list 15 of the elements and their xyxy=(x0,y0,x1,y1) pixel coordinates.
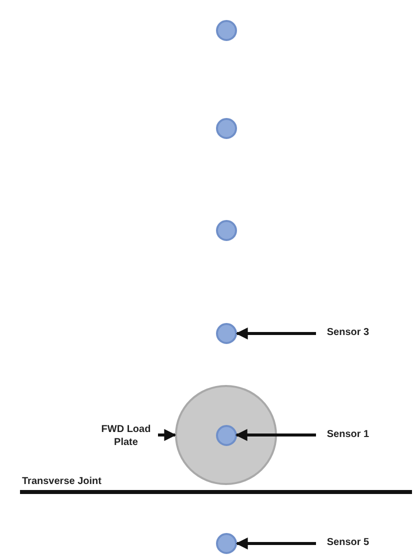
sensor-label: Sensor 5 xyxy=(318,536,378,550)
sensor-dot xyxy=(216,220,237,241)
sensor-dot xyxy=(216,118,237,139)
sensor-dot xyxy=(216,424,236,446)
sensor-label: Sensor 3 xyxy=(318,326,378,340)
plate-label: FWD Load Plate xyxy=(96,423,156,451)
leader-arrow xyxy=(236,328,316,340)
sensor-label: Sensor 1 xyxy=(318,428,378,442)
joint-label: Transverse Joint xyxy=(22,476,102,487)
sensor-dot xyxy=(216,533,237,554)
leader-arrow xyxy=(158,429,176,441)
sensor-dot xyxy=(216,20,237,41)
sensor-dot xyxy=(216,323,237,344)
leader-arrow xyxy=(236,538,316,550)
leader-arrow xyxy=(235,429,316,441)
